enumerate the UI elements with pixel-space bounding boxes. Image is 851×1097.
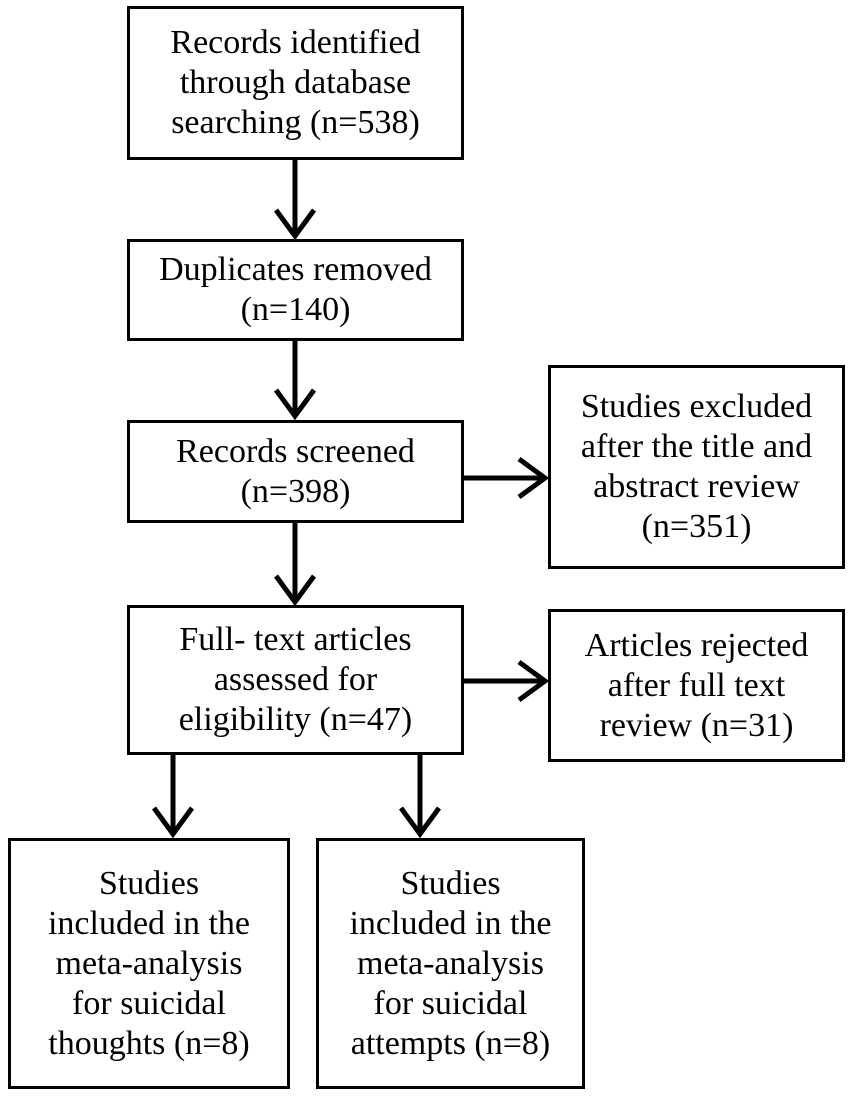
full-text-assessed-line-1: Full- text articles (179, 621, 412, 658)
duplicates-removed-line-1: Duplicates removed (159, 251, 432, 288)
arrowhead-excluded (517, 456, 550, 500)
arrowhead-duplicates (273, 208, 317, 241)
included-attempts-line-3: meta-analysis (357, 944, 544, 982)
arrowhead-screened (273, 388, 317, 421)
included-thoughts-line-2: included in the (47, 904, 251, 942)
included-attempts-line-4: for suicidal (373, 984, 528, 1022)
studies-excluded-line-2: after the title and (580, 428, 813, 465)
included-thoughts-line-5: thoughts (n=8) (48, 1024, 250, 1062)
arrowhead-rejected (517, 659, 550, 703)
articles-rejected-line-2: after full text (607, 666, 786, 704)
included-attempts-line-1: Studies (400, 864, 501, 902)
articles-rejected-box: Articles rejected after full text review… (548, 609, 845, 762)
included-thoughts-line-3: meta-analysis (55, 944, 243, 982)
full-text-assessed-box: Full- text articles assessed for eligibi… (127, 605, 464, 755)
records-identified-line-2: through database (179, 64, 412, 101)
included-suicidal-thoughts-box: Studies included in the meta-analysis fo… (8, 838, 290, 1089)
records-identified-line-1: Records identified (170, 24, 421, 61)
records-screened-box: Records screened (n=398) (127, 420, 464, 523)
records-screened-line-1: Records screened (176, 432, 415, 470)
records-identified-box: Records identified through database sear… (127, 6, 464, 160)
studies-excluded-line-1: Studies excluded (580, 388, 813, 425)
duplicates-removed-line-2: (n=140) (240, 291, 351, 328)
articles-rejected-line-3: review (n=31) (599, 706, 794, 744)
included-suicidal-attempts-box: Studies included in the meta-analysis fo… (316, 838, 585, 1089)
arrowhead-fulltext (273, 574, 317, 607)
duplicates-removed-box: Duplicates removed (n=140) (127, 239, 464, 341)
records-identified-line-3: searching (n=538) (171, 104, 420, 141)
full-text-assessed-line-3: eligibility (n=47) (178, 701, 413, 738)
studies-excluded-line-3: abstract review (593, 468, 800, 505)
arrowhead-attempts (398, 806, 442, 839)
records-screened-line-2: (n=398) (240, 472, 351, 510)
arrowhead-thoughts (151, 806, 195, 839)
articles-rejected-line-1: Articles rejected (584, 626, 809, 664)
included-thoughts-line-1: Studies (98, 864, 200, 902)
full-text-assessed-line-2: assessed for (213, 661, 378, 698)
included-thoughts-line-4: for suicidal (72, 984, 226, 1022)
studies-excluded-box: Studies excluded after the title and abs… (548, 365, 845, 569)
included-attempts-line-5: attempts (n=8) (350, 1024, 551, 1062)
included-attempts-line-2: included in the (349, 904, 552, 942)
studies-excluded-line-4: (n=351) (641, 508, 752, 545)
